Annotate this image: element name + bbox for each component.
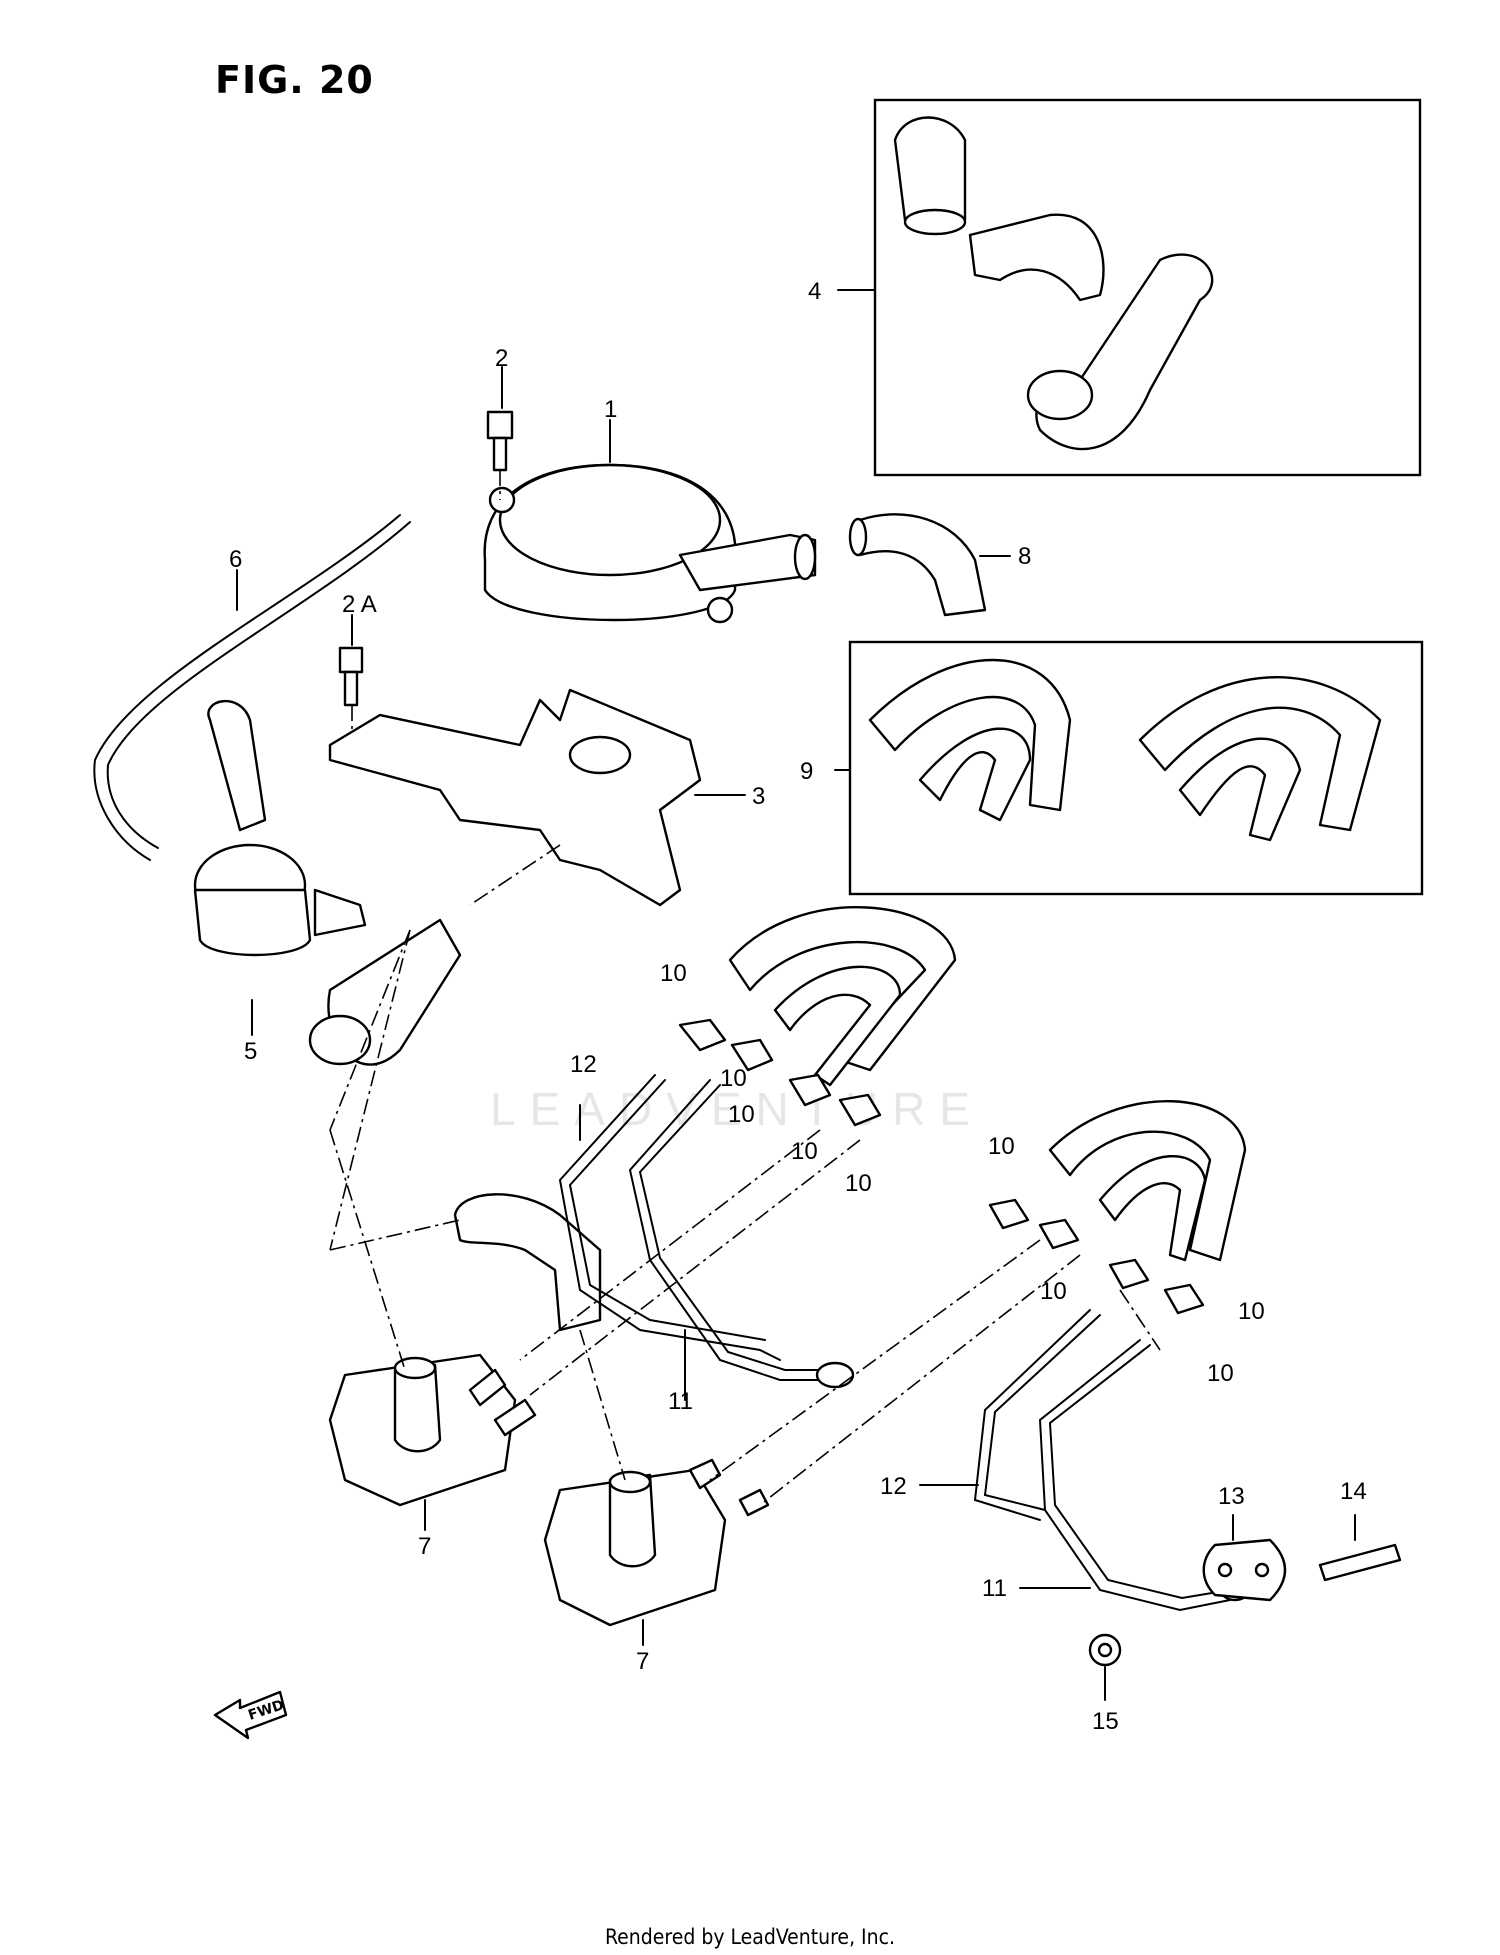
callout-7-right: 7 (636, 1648, 650, 1675)
elbow-hose (453, 1193, 602, 1332)
callout-10-f: 10 (988, 1133, 1015, 1160)
callout-5: 5 (244, 1038, 258, 1065)
callout-4: 4 (808, 278, 822, 305)
callout-12-right: 12 (880, 1473, 907, 1500)
callout-11-right: 11 (982, 1575, 1007, 1602)
assembly-lines (329, 844, 1161, 1506)
callout-11-center: 11 (668, 1388, 693, 1415)
callout-7-left: 7 (418, 1533, 432, 1560)
fwd-arrow: FWD (213, 1690, 288, 1740)
reed-valve-cover-1 (483, 463, 817, 624)
callout-9: 9 (800, 758, 814, 785)
figure-title: FIG. 20 (215, 58, 374, 102)
leader-lines (236, 289, 1356, 1701)
gasket-13 (1202, 1538, 1287, 1602)
vacuum-hose-6 (93, 514, 411, 861)
callout-2: 2 (495, 345, 509, 372)
callout-10-g: 10 (1040, 1278, 1067, 1305)
callout-6: 6 (229, 546, 243, 573)
callout-8: 8 (1018, 543, 1032, 570)
pipe-set-center (558, 1074, 855, 1389)
callout-10-e: 10 (845, 1170, 872, 1197)
bracket-3 (328, 688, 702, 907)
callout-10-c: 10 (728, 1101, 755, 1128)
bolt-2a (338, 646, 364, 735)
reed-valve-7-left (328, 1353, 537, 1507)
u-hose-center (728, 906, 957, 1087)
watermark: LEADVENTURE (490, 1083, 984, 1135)
u-hose-right (1048, 1099, 1247, 1262)
air-valve-5 (193, 700, 462, 1066)
u-hose-set-9 (868, 658, 1382, 842)
callout-14: 14 (1340, 1478, 1367, 1505)
hose-4 (893, 116, 1214, 451)
callout-15: 15 (1092, 1708, 1119, 1735)
hose-8 (848, 513, 987, 617)
footer-credit: Rendered by LeadVenture, Inc. (605, 1925, 895, 1949)
callout-10-h: 10 (1238, 1298, 1265, 1325)
callout-3: 3 (752, 783, 766, 810)
callout-10-d: 10 (791, 1138, 818, 1165)
hose-set-box-9 (848, 640, 1424, 896)
callout-2a: 2 A (342, 591, 377, 618)
hose-set-box-4 (873, 98, 1422, 477)
callout-10-b: 10 (720, 1065, 747, 1092)
stud-14 (1318, 1543, 1402, 1582)
callout-12-center: 12 (570, 1051, 597, 1078)
callout-13: 13 (1218, 1483, 1245, 1510)
callout-10-a: 10 (660, 960, 687, 987)
reed-valve-7-right (543, 1458, 770, 1627)
callout-1: 1 (604, 396, 618, 423)
nut-15 (1088, 1633, 1122, 1667)
callout-10-i: 10 (1207, 1360, 1234, 1387)
clamp-10-set (678, 1018, 1205, 1315)
bolt-2 (486, 410, 514, 500)
